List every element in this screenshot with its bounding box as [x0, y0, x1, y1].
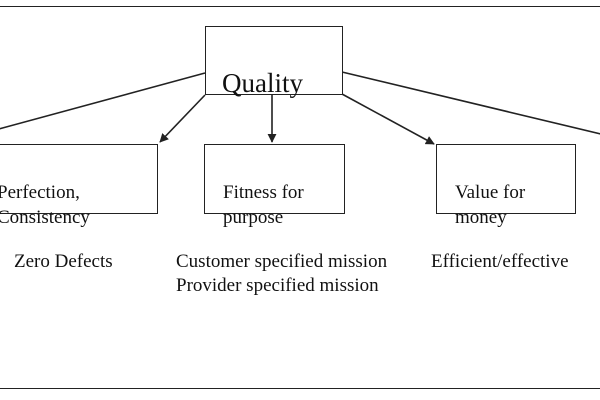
- fitness-for-purpose-box: Fitness for purpose: [204, 144, 345, 228]
- frame-bottom-border: [0, 388, 600, 389]
- fitness-for-purpose-label: Fitness for purpose: [223, 182, 304, 228]
- connector-to-right-offscreen: [341, 71, 600, 135]
- value-for-money-box: Value for money: [436, 144, 576, 228]
- efficient-effective-caption: Efficient/effective: [431, 251, 569, 272]
- connector-to-perfection: [0, 72, 206, 130]
- value-for-money-label: Value for money: [455, 182, 526, 228]
- quality-root-label: Quality: [222, 68, 303, 98]
- quality-root-box: Quality: [205, 26, 343, 98]
- frame-top-border: [0, 6, 600, 7]
- perfection-consistency-box: Perfection, Consistency: [0, 144, 158, 228]
- zero-defects-caption: Zero Defects: [14, 251, 113, 272]
- perfection-consistency-label: Perfection, Consistency: [0, 182, 90, 228]
- arrow-to-fitness-for-purpose-diagonal: [159, 94, 206, 143]
- customer-mission-caption: Customer specified mission: [176, 251, 388, 272]
- arrow-to-value-for-money: [341, 93, 435, 145]
- provider-mission-caption: Provider specified mission: [176, 275, 379, 296]
